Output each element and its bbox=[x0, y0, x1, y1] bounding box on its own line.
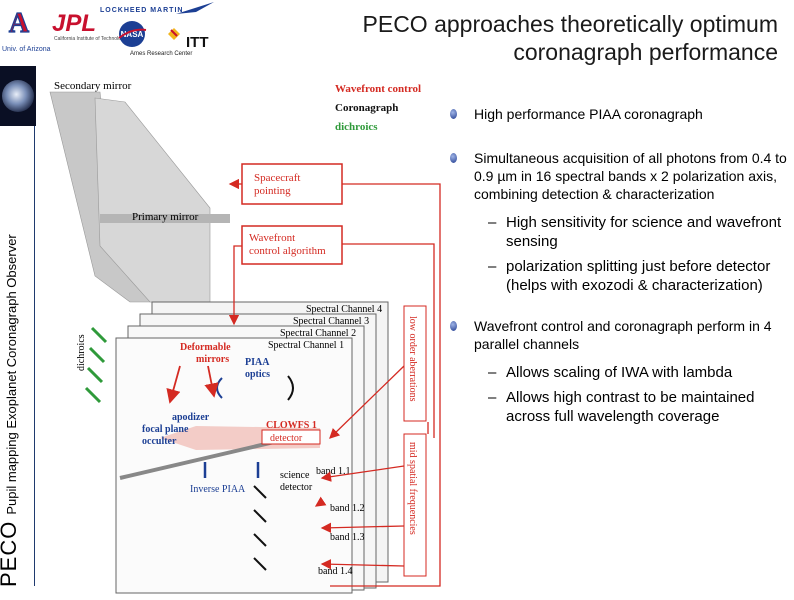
low-order-box bbox=[403, 305, 427, 422]
inverse-piaa-elements bbox=[203, 462, 260, 478]
science-detector-label: detector bbox=[280, 482, 313, 493]
sub-bullet-text: High sensitivity for science and wavefro… bbox=[506, 214, 782, 250]
mirrors-label: mirrors bbox=[196, 354, 229, 365]
channel-frame-1 bbox=[115, 337, 353, 594]
secondary-mirror-label: Secondary mirror bbox=[54, 80, 132, 92]
dichroic-elements bbox=[84, 326, 108, 404]
apodizer-label: apodizer bbox=[172, 412, 210, 423]
partner-logos: A Univ. of Arizona JPL California Instit… bbox=[2, 2, 214, 57]
feedback-arrows bbox=[228, 178, 441, 587]
sub-bullet-text: Allows scaling of IWA with lambda bbox=[506, 364, 733, 381]
bullet-text: Simultaneous acquisition of all photons … bbox=[474, 150, 787, 202]
univ-arizona-label: Univ. of Arizona bbox=[2, 46, 51, 53]
legend-wavefront: Wavefront control bbox=[335, 83, 421, 95]
occulter-label: occulter bbox=[142, 436, 177, 447]
bullet-item-1: High performance PIAA coronagraph bbox=[448, 105, 794, 123]
band-1-1: band 1.1 bbox=[316, 466, 350, 477]
optics-label: optics bbox=[245, 369, 270, 380]
bullet-text: High performance PIAA coronagraph bbox=[474, 106, 703, 122]
wavefront-label: Wavefront bbox=[249, 232, 295, 244]
band-1-2: band 1.2 bbox=[330, 503, 364, 514]
bullet-dot-icon bbox=[450, 109, 457, 119]
logo-strip: A Univ. of Arizona JPL California Instit… bbox=[0, 0, 240, 62]
mid-spatial-label: mid spatial frequencies bbox=[407, 442, 418, 535]
primary-mirror-label: Primary mirror bbox=[132, 211, 199, 223]
sub-bullet-text: polarization splitting just before detec… bbox=[506, 258, 771, 294]
spectral-channel-4: Spectral Channel 4 bbox=[306, 304, 382, 315]
lockheed-wordmark: LOCKHEED MARTIN bbox=[100, 7, 183, 14]
itt-logo: ITT bbox=[168, 28, 209, 51]
wavefront-algorithm-box bbox=[241, 225, 343, 265]
nasa-logo: NASA Ames Research Center bbox=[118, 21, 192, 57]
bullet-item-3: Wavefront control and coronagraph perfor… bbox=[448, 317, 794, 353]
jpl-logo: JPL California Institute of Technology bbox=[52, 10, 127, 42]
dichroics-label: dichroics bbox=[76, 334, 87, 371]
piaa-label: PIAA bbox=[245, 357, 270, 368]
sub-bullet: –Allows high contrast to be maintained a… bbox=[488, 389, 755, 425]
lockheed-martin-logo: LOCKHEED MARTIN bbox=[100, 2, 214, 14]
planet-image bbox=[0, 66, 36, 126]
bullet-text: Wavefront control and coronagraph perfor… bbox=[474, 318, 772, 352]
pointing-label: pointing bbox=[254, 185, 291, 197]
piaa-lens-2 bbox=[287, 375, 294, 401]
caltech-label: California Institute of Technology bbox=[54, 36, 127, 42]
side-divider bbox=[34, 66, 35, 586]
clowfs-label: CLOWFS 1 bbox=[266, 420, 317, 431]
spacecraft-pointing-box bbox=[241, 163, 343, 205]
bullet-item-2: Simultaneous acquisition of all photons … bbox=[448, 149, 794, 203]
spectral-channel-2: Spectral Channel 2 bbox=[280, 328, 356, 339]
ames-label: Ames Research Center bbox=[130, 51, 192, 57]
legend-coronagraph: Coronagraph bbox=[335, 102, 398, 114]
band-splitters bbox=[253, 485, 267, 571]
svg-text:A: A bbox=[9, 8, 30, 39]
bullet-list: High performance PIAA coronagraph Simult… bbox=[448, 105, 794, 432]
slide-title: PECO approaches theoretically optimum co… bbox=[362, 11, 778, 65]
spectral-channel-1: Spectral Channel 1 bbox=[268, 340, 344, 351]
primary-mirror-shape bbox=[100, 214, 230, 223]
spacecraft-label: Spacecraft bbox=[254, 172, 300, 184]
optical-layout-svg: Secondary mirror Primary mirror Wavefron… bbox=[0, 66, 441, 594]
nasa-wordmark: NASA bbox=[121, 30, 144, 39]
sub-bullet: –High sensitivity for science and wavefr… bbox=[488, 214, 782, 250]
inverse-piaa-label: Inverse PIAA bbox=[190, 484, 246, 495]
legend-dichroics: dichroics bbox=[335, 121, 378, 133]
deformable-label: Deformable bbox=[180, 342, 231, 353]
band-1-4: band 1.4 bbox=[318, 566, 352, 577]
band-1-3: band 1.3 bbox=[330, 532, 364, 543]
itt-wordmark: ITT bbox=[186, 34, 209, 51]
sub-bullet: –Allows scaling of IWA with lambda bbox=[488, 364, 733, 381]
clowfs-detector-label: detector bbox=[270, 433, 303, 444]
clowfs-detector-box bbox=[261, 429, 321, 445]
science-label: science bbox=[280, 470, 310, 481]
sub-bullet: –polarization splitting just before dete… bbox=[488, 258, 771, 294]
univ-arizona-logo: A Univ. of Arizona bbox=[2, 6, 51, 53]
jpl-wordmark: JPL bbox=[52, 10, 96, 37]
sub-bullet-text: Allows high contrast to be maintained ac… bbox=[506, 389, 755, 425]
bullet-dot-icon bbox=[450, 153, 457, 163]
mid-spatial-box bbox=[403, 433, 427, 577]
bullet-dot-icon bbox=[450, 321, 457, 331]
control-algorithm-label: control algorithm bbox=[249, 245, 326, 257]
focal-plane-label: focal plane bbox=[142, 424, 189, 435]
telescope-diagram: Secondary mirror Primary mirror Wavefron… bbox=[0, 66, 445, 595]
spectral-channel-3: Spectral Channel 3 bbox=[293, 316, 369, 327]
low-order-label: low order aberrations bbox=[407, 316, 418, 402]
